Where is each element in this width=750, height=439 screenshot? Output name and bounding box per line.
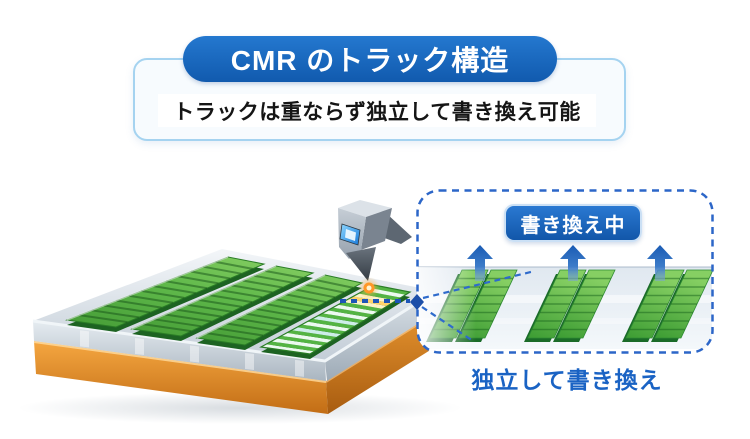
callout-caption-text: 独立して書き換え — [471, 367, 663, 393]
write-head-tip — [346, 247, 376, 281]
write-head — [338, 200, 412, 299]
connector-diamond-icon — [410, 294, 424, 310]
active-track — [259, 284, 412, 359]
up-arrow-icon — [467, 245, 493, 281]
hdd-platter — [32, 249, 440, 414]
head-indicator-light — [345, 229, 356, 241]
subtitle-strip: トラックは重ならず独立して書き換え可能 — [158, 94, 596, 127]
platter-bevel-edge — [32, 289, 437, 363]
callout-track-scene — [418, 266, 713, 349]
track — [65, 256, 266, 332]
orange-edge-highlight — [33, 341, 327, 383]
write-head-top — [338, 200, 392, 217]
zoom-cone-line-upper — [422, 269, 536, 300]
track — [195, 274, 364, 350]
status-badge: 書き換え中 — [504, 204, 642, 242]
page-title: CMR のトラック構造 — [230, 45, 510, 76]
platter-orange-layer-right — [326, 311, 440, 414]
mini-track — [553, 269, 616, 342]
up-arrow-icon — [560, 245, 586, 281]
platter-tracks — [65, 256, 412, 359]
platter-shadow — [18, 392, 462, 424]
mini-track — [622, 269, 685, 342]
write-glow-center — [366, 285, 372, 291]
platter-silver-side-right — [325, 291, 438, 381]
title-banner: CMR のトラック構造 — [183, 36, 557, 82]
track — [130, 265, 315, 341]
callout-dashed-border — [416, 189, 714, 354]
status-badge-label: 書き換え中 — [520, 214, 626, 237]
write-head-side — [361, 208, 392, 250]
subtitle-text: トラックは重ならず独立して書き換え可能 — [173, 100, 581, 124]
up-arrow-icon — [647, 245, 673, 281]
platter-silver-side-left — [33, 321, 326, 381]
platter-orange-layer-left — [34, 341, 328, 414]
callout-caption: 独立して書き換え — [420, 361, 714, 395]
mini-track — [651, 269, 713, 342]
silver-face-streaks — [80, 330, 304, 377]
